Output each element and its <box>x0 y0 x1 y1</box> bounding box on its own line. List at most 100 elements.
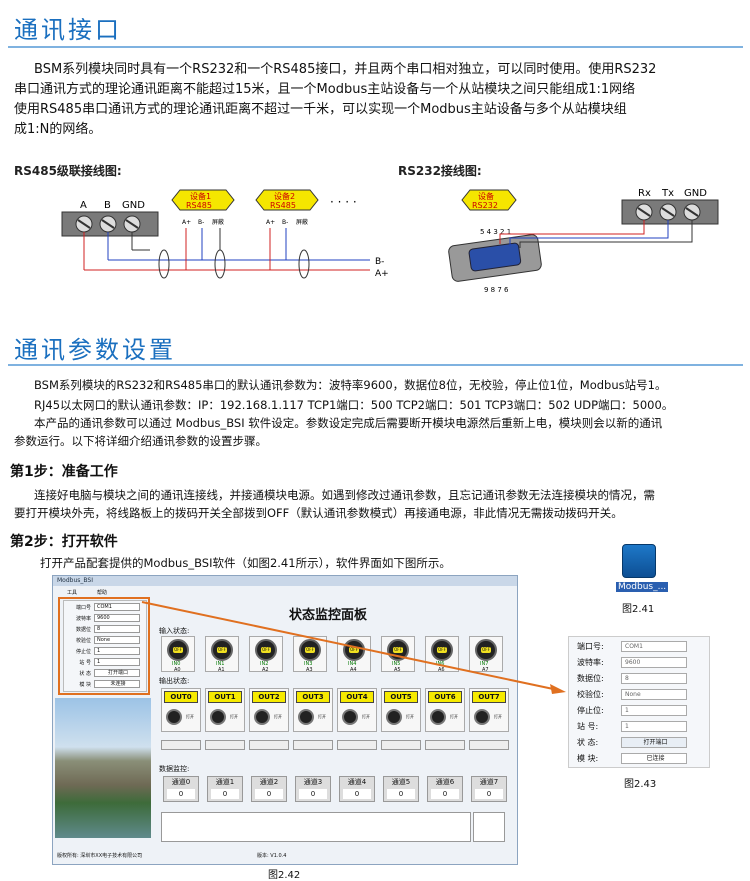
input-name: IN3 <box>304 661 313 667</box>
output-action-button[interactable] <box>161 740 201 750</box>
params-line-1: BSM系列模块的RS232和RS485串口的默认通讯参数为：波特率9600，数据… <box>34 378 667 392</box>
input-led-icon: OFF <box>299 639 321 661</box>
led-state: OFF <box>437 647 447 653</box>
input-led-icon: OFF <box>387 639 409 661</box>
zoom-port-select[interactable]: COM1 <box>621 641 687 652</box>
output-cell: OUT6 打开 <box>425 688 465 732</box>
zoom-baud-select[interactable]: 9600 <box>621 657 687 668</box>
output-cell: OUT7 打开 <box>469 688 509 732</box>
output-status-label: 输出状态: <box>159 677 190 685</box>
output-label: OUT6 <box>428 691 462 703</box>
term-tx: Tx <box>661 188 674 199</box>
input-led-icon: OFF <box>431 639 453 661</box>
menu-help[interactable]: 帮助 <box>97 590 108 596</box>
input-name: IN5 <box>392 661 401 667</box>
output-label: OUT0 <box>164 691 198 703</box>
channel-name: 通道2 <box>259 778 279 786</box>
cfg-label: 站 号 <box>79 659 91 666</box>
input-cell: OFF IN1 A1 <box>205 636 239 673</box>
dev1-pin-b: B- <box>198 219 204 226</box>
channel-name: 通道7 <box>479 778 499 786</box>
input-cell: OFF IN2 A2 <box>249 636 283 673</box>
led-state: OFF <box>349 647 359 653</box>
parity-select[interactable]: None <box>94 636 140 644</box>
more-devices-dots: · · · · <box>330 195 357 209</box>
led-state: OFF <box>393 647 403 653</box>
zoom-label: 端口号: <box>577 642 604 651</box>
channel-name: 通道0 <box>171 778 191 786</box>
input-cell: OFF IN7 A7 <box>469 636 503 673</box>
output-toggle-knob[interactable] <box>342 709 358 725</box>
output-action-button[interactable] <box>337 740 377 750</box>
output-toggle-knob[interactable] <box>254 709 270 725</box>
output-label: OUT4 <box>340 691 374 703</box>
output-action-button[interactable] <box>425 740 465 750</box>
dev1-name: 设备1 <box>190 191 211 201</box>
output-action-button[interactable] <box>205 740 245 750</box>
port-select[interactable]: COM1 <box>94 603 140 611</box>
zoom-label: 校验位: <box>577 690 604 699</box>
output-action-button[interactable] <box>249 740 289 750</box>
knob-label: 打开 <box>362 714 370 719</box>
channel-value: 0 <box>211 789 239 799</box>
input-cell: OFF IN6 A6 <box>425 636 459 673</box>
led-state: OFF <box>261 647 271 653</box>
led-state: OFF <box>217 647 227 653</box>
channel-value: 0 <box>255 789 283 799</box>
dev2-pin-shield: 屏蔽 <box>296 218 308 226</box>
step1-line-2: 要打开模块外壳，将线路板上的拨码开关全部拨到OFF（默认通讯参数模式）再接通电源… <box>14 506 623 520</box>
zoom-label: 数据位: <box>577 674 604 683</box>
zoom-module-status: 已连接 <box>621 753 687 764</box>
params-line-3: 本产品的通讯参数可以通过 Modbus_BSI 软件设定。参数设定完成后需要断开… <box>34 416 663 430</box>
output-toggle-knob[interactable] <box>474 709 490 725</box>
zoom-databits-select[interactable]: 8 <box>621 673 687 684</box>
cfg-label: 数据位 <box>75 626 91 633</box>
baud-select[interactable]: 9600 <box>94 614 140 622</box>
channel-name: 通道1 <box>215 778 235 786</box>
modbus-bsi-app-icon[interactable] <box>622 544 656 578</box>
led-state: OFF <box>173 647 183 653</box>
rs232-dev-type: RS232 <box>472 201 498 210</box>
cfg-label: 模 块 <box>79 681 91 688</box>
zoom-open-port-button[interactable]: 打开端口 <box>621 737 687 748</box>
dev2-pin-b: B- <box>282 219 288 226</box>
databits-select[interactable]: 8 <box>94 625 140 633</box>
open-port-button[interactable]: 打开端口 <box>94 669 140 677</box>
menu-tools[interactable]: 工具 <box>67 590 78 596</box>
castle-photo <box>55 698 151 838</box>
step1-title: 第1步：准备工作 <box>10 464 118 480</box>
channel-value: 0 <box>167 789 195 799</box>
zoom-stopbits-select[interactable]: 1 <box>621 705 687 716</box>
output-toggle-knob[interactable] <box>166 709 182 725</box>
led-state: OFF <box>305 647 315 653</box>
output-cell: OUT4 打开 <box>337 688 377 732</box>
station-select[interactable]: 1 <box>94 658 140 666</box>
zoom-label: 站 号: <box>577 722 599 731</box>
dev2-pin-a: A+ <box>266 219 275 226</box>
output-toggle-knob[interactable] <box>210 709 226 725</box>
knob-label: 打开 <box>494 714 502 719</box>
output-action-button[interactable] <box>381 740 421 750</box>
input-name: IN6 <box>436 661 445 667</box>
intro-line-2: 串口通讯方式的理论通讯距离不能超过15米，且一个Modbus主站设备与一个从站模… <box>14 82 636 97</box>
log-textarea[interactable] <box>161 812 471 842</box>
output-label: OUT7 <box>472 691 506 703</box>
stopbits-select[interactable]: 1 <box>94 647 140 655</box>
zoom-station-select[interactable]: 1 <box>621 721 687 732</box>
channel-value: 0 <box>431 789 459 799</box>
output-toggle-knob[interactable] <box>386 709 402 725</box>
output-toggle-knob[interactable] <box>298 709 314 725</box>
output-toggle-knob[interactable] <box>430 709 446 725</box>
zoom-parity-select[interactable]: None <box>621 689 687 700</box>
output-action-button[interactable] <box>469 740 509 750</box>
output-cell: OUT1 打开 <box>205 688 245 732</box>
channel-name: 通道3 <box>303 778 323 786</box>
channel-name: 通道5 <box>391 778 411 786</box>
config-highlight-box <box>58 597 150 695</box>
cfg-label: 状 态 <box>79 670 91 677</box>
output-action-button[interactable] <box>293 740 333 750</box>
rs232-diagram-title: RS232接线图: <box>398 164 482 178</box>
input-led-icon: OFF <box>343 639 365 661</box>
